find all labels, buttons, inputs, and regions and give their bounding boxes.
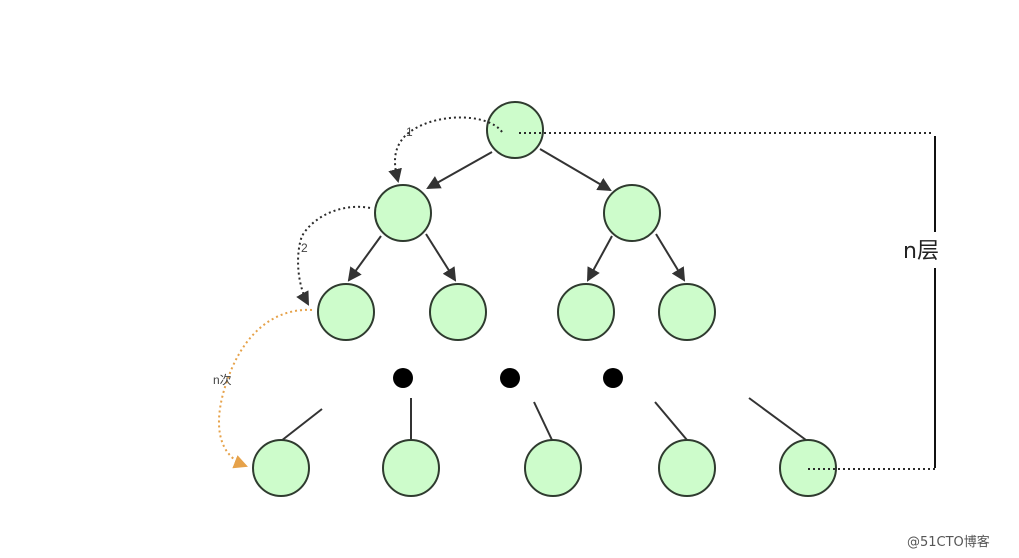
tree-node-bottom-2	[382, 439, 440, 497]
tree-node-bottom-1	[252, 439, 310, 497]
tree-node-level2-left	[374, 184, 432, 242]
tree-node-level3-1	[317, 283, 375, 341]
tree-node-level3-2	[429, 283, 487, 341]
tree-node-level3-4	[658, 283, 716, 341]
edge-bottom-4	[654, 401, 688, 441]
ellipsis-dot-3	[603, 368, 623, 388]
edge-bottom-3	[533, 401, 553, 441]
tree-node-root	[486, 101, 544, 159]
step-label-n: n次	[213, 373, 232, 387]
edge-l1-left-a	[347, 235, 382, 282]
edge-l1-right-b	[655, 233, 686, 282]
tree-node-bottom-4	[658, 439, 716, 497]
height-label: n层	[903, 239, 939, 264]
tree-node-level2-right	[603, 184, 661, 242]
tree-node-bottom-3	[524, 439, 582, 497]
edge-bottom-5	[748, 397, 807, 441]
edge-root-left	[426, 151, 493, 190]
tree-node-level3-3	[557, 283, 615, 341]
step-path-1	[388, 116, 503, 184]
edge-bottom-1	[280, 408, 323, 442]
watermark: @51CTO博客	[907, 534, 990, 550]
edge-root-right	[539, 148, 612, 192]
step-label-2: 2	[301, 241, 308, 255]
ellipsis-dot-1	[393, 368, 413, 388]
edge-l1-right-a	[586, 235, 613, 282]
ellipsis-dot-2	[500, 368, 520, 388]
edge-l1-left-b	[425, 233, 457, 282]
step-path-n	[218, 308, 313, 469]
step-label-1: 1	[406, 125, 413, 139]
